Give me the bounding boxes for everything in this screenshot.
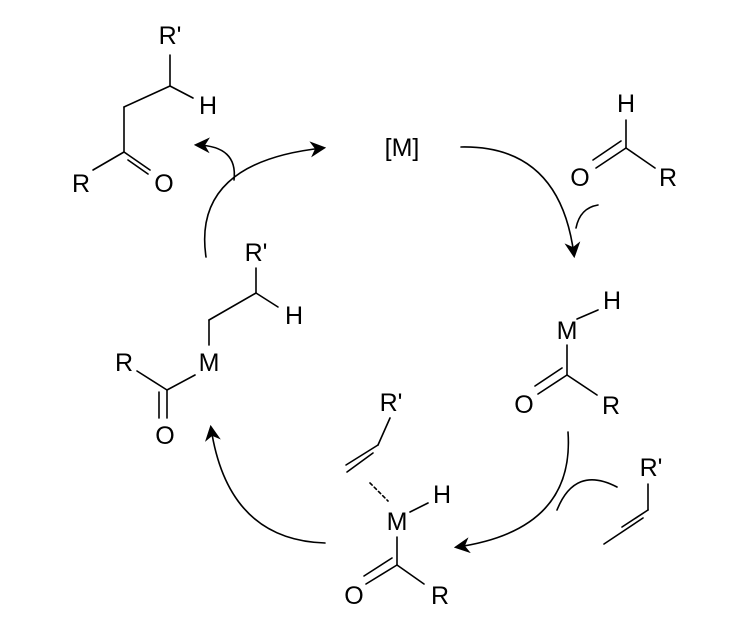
alkyl-acyl-c-r-bond [136,370,168,391]
oxidative-addition-arrow [460,146,581,259]
acyl-hydride-complex: H M O R [514,287,621,420]
alkene-pi-complex: R' M H O R [344,389,451,610]
alkyl-acyl-m-c-bond [166,374,196,391]
ketone-hydrogen: H [199,92,217,120]
pi-complex-hydrogen: H [433,481,451,509]
aldehyde-c-o-double-bond [592,140,622,161]
ketone-c-r-bond [92,151,125,171]
pi-complex-oxygen: O [344,582,363,610]
pi-complex-r-group: R [431,582,449,610]
product-release-arrow [193,137,236,181]
aldehyde-hydrogen: H [617,90,635,118]
catalyst-label: [M] [385,134,420,162]
pi-complex-r-prime-group: R' [380,389,403,417]
alkyl-acyl-oxygen: O [155,422,174,450]
pi-complex-m-h-bond [409,502,429,513]
ketone-r-group: R [72,170,90,198]
acyl-hydride-oxygen: O [514,391,533,419]
pi-complex-double-bond [345,444,379,466]
alkene-molecule: R' [603,454,663,545]
alkyl-acyl-complex: R' H M R O [115,239,303,450]
pi-complex-c-r-bond [377,417,391,446]
ketone-oxygen: O [154,170,173,198]
reductive-elimination-arrow [203,141,327,258]
alkene-double-bond [621,509,649,528]
pi-complex-double-bond-inner [346,452,374,473]
alkyl-acyl-metal: M [199,349,220,377]
pi-complex-c-o-double-bond [363,557,393,577]
catalyst: [M] [385,134,420,162]
acyl-hydride-r-group: R [602,392,620,420]
alkene-double-bond-inner [603,517,644,545]
aldehyde-c-r-bond [625,147,656,169]
acyl-hydride-metal: M [557,317,578,345]
alkyl-acyl-r-group: R [115,349,133,377]
acyl-hydride-hydrogen: H [603,287,621,315]
ketone-product: R' H R O [72,22,217,198]
pi-complex-metal: M [387,508,408,536]
alkyl-acyl-c-h-bond [255,292,279,308]
alkene-entry-arrow [556,479,618,511]
ketone-c-h-bond [169,85,194,99]
migratory-insertion-arrow [205,424,326,544]
ketone-ch-ch2-bond [123,85,171,108]
alkene-coordination-arrow [453,431,570,554]
acyl-hydride-c-o-double-bond [534,367,563,387]
pi-complex-coordination-bond [369,482,389,502]
pi-complex-c-o-bond [365,564,398,585]
pi-complex-c-r-acyl-bond [396,564,425,585]
aldehyde-r-group: R [659,164,677,192]
ketone-c-o-double-bond [127,159,149,175]
acyl-hydride-c-r-bond [566,374,598,396]
alkene-r-prime-group: R' [640,454,663,482]
ketone-c-o-bond [123,151,151,171]
acyl-hydride-m-h-bond [576,309,599,320]
aldehyde-entry-arrow [575,204,599,229]
alkyl-acyl-c-c-bond [208,292,257,321]
cycle-arrows [193,137,618,554]
alkyl-acyl-hydrogen: H [285,302,303,330]
alkyl-acyl-r-prime-group: R' [245,239,268,267]
aldehyde-oxygen: O [570,164,589,192]
aldehyde-c-o-bond [595,147,627,169]
acyl-hydride-c-o-bond [537,374,568,395]
aldehyde-molecule: H O R [570,90,677,192]
ketone-r-prime-group: R' [159,22,182,50]
